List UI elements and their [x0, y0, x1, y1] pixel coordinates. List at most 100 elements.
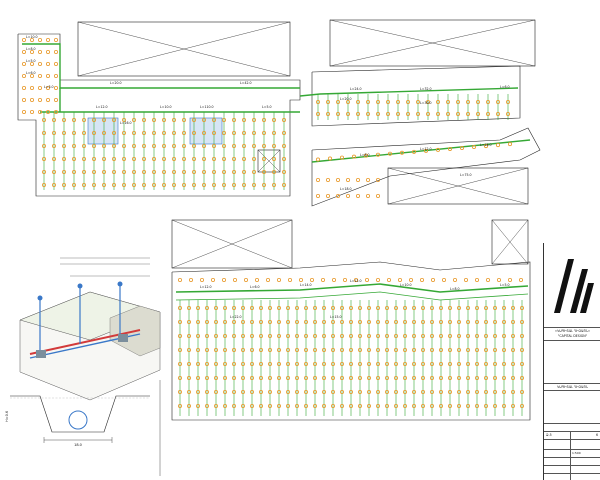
- sprinkler-head: [351, 154, 356, 159]
- sprinkler-head: [21, 74, 26, 79]
- sprinkler-head: [447, 319, 452, 324]
- sprinkler-head: [265, 277, 270, 282]
- sprinkler-head: [231, 143, 236, 148]
- sprinkler-head: [483, 403, 488, 408]
- sprinkler-head: [151, 143, 156, 148]
- sprinkler-head: [82, 130, 87, 135]
- sprinkler-head: [261, 118, 266, 123]
- sprinkler-head: [258, 305, 263, 310]
- sprinkler-head: [254, 277, 259, 282]
- sprinkler-head: [303, 389, 308, 394]
- sprinkler-head: [402, 347, 407, 352]
- sprinkler-head: [393, 347, 398, 352]
- sprinkler-head: [122, 169, 127, 174]
- sprinkler-head: [191, 118, 196, 123]
- sprinkler-head: [131, 118, 136, 123]
- sprinkler-head: [395, 112, 400, 117]
- sprinkler-head: [222, 403, 227, 408]
- sprinkler-head: [445, 100, 450, 105]
- length-label: L=14.0: [300, 283, 312, 287]
- sprinkler-head: [112, 130, 117, 135]
- sprinkler-head: [195, 347, 200, 352]
- sprinkler-head: [456, 333, 461, 338]
- sprinkler-head: [42, 143, 47, 148]
- sprinkler-head: [204, 347, 209, 352]
- sprinkler-head: [201, 118, 206, 123]
- sprinkler-head: [195, 305, 200, 310]
- sprinkler-head: [204, 333, 209, 338]
- sprinkler-head: [345, 100, 350, 105]
- sprinkler-head: [258, 319, 263, 324]
- sprinkler-head: [429, 333, 434, 338]
- sprinkler-head: [365, 177, 370, 182]
- sprinkler-head: [335, 193, 340, 198]
- sprinkler-head: [232, 277, 237, 282]
- sprinkler-head: [46, 38, 51, 43]
- sprinkler-head: [366, 305, 371, 310]
- sprinkler-head: [298, 277, 303, 282]
- sprinkler-head: [357, 361, 362, 366]
- sprinkler-head: [492, 333, 497, 338]
- sprinkler-head: [321, 347, 326, 352]
- sprinkler-head: [281, 156, 286, 161]
- main-pipe-top-right: [299, 87, 531, 163]
- sprinkler-head: [327, 156, 332, 161]
- sprinkler-head: [29, 86, 34, 91]
- sprinkler-head: [231, 130, 236, 135]
- building-southwest: [171, 219, 293, 269]
- sprinkler-head: [249, 361, 254, 366]
- sprinkler-head: [501, 347, 506, 352]
- sprinkler-head: [201, 143, 206, 148]
- sprinkler-head: [177, 305, 182, 310]
- sprinkler-head: [483, 319, 488, 324]
- sprinkler-head: [271, 169, 276, 174]
- sprinkler-head: [501, 319, 506, 324]
- sprinkler-head: [465, 403, 470, 408]
- sprinkler-head: [330, 319, 335, 324]
- sprinkler-head: [52, 182, 57, 187]
- sprinkler-head: [438, 305, 443, 310]
- sprinkler-head: [54, 74, 59, 79]
- sprinkler-head: [519, 277, 524, 282]
- sprinkler-head: [240, 319, 245, 324]
- sprinkler-head: [420, 319, 425, 324]
- sprinkler-head: [213, 347, 218, 352]
- sprinkler-head: [429, 375, 434, 380]
- sprinkler-head: [21, 62, 26, 67]
- sprinkler-head: [294, 305, 299, 310]
- sprinkler-head: [321, 333, 326, 338]
- sprinkler-head: [161, 130, 166, 135]
- length-label: L=10.0: [26, 35, 38, 39]
- sprinkler-head: [204, 389, 209, 394]
- sprinkler-head: [112, 143, 117, 148]
- sprinkler-head: [191, 169, 196, 174]
- sprinkler-head: [402, 403, 407, 408]
- sprinkler-head: [419, 277, 424, 282]
- sprinkler-head: [375, 375, 380, 380]
- sprinkler-head: [510, 319, 515, 324]
- sprinkler-head: [357, 375, 362, 380]
- sprinkler-head: [267, 361, 272, 366]
- sprinkler-head: [294, 347, 299, 352]
- sprinkler-head: [240, 403, 245, 408]
- sprinkler-head: [231, 375, 236, 380]
- sprinkler-head: [501, 403, 506, 408]
- sprinkler-head: [29, 62, 34, 67]
- sprinkler-head: [285, 333, 290, 338]
- sprinkler-head: [474, 305, 479, 310]
- sprinkler-head: [438, 361, 443, 366]
- sprinkler-head: [303, 347, 308, 352]
- sprinkler-head: [54, 98, 59, 103]
- sprinkler-head: [52, 130, 57, 135]
- sprinkler-head: [62, 169, 67, 174]
- sprinkler-head: [510, 305, 515, 310]
- sprinkler-head: [46, 50, 51, 55]
- sprinkler-head: [339, 389, 344, 394]
- sprinkler-head: [474, 361, 479, 366]
- sprinkler-head: [231, 361, 236, 366]
- sprinkler-head: [249, 389, 254, 394]
- length-label: L=42.0: [240, 81, 252, 85]
- sprinkler-head: [435, 100, 440, 105]
- sprinkler-head: [276, 333, 281, 338]
- sprinkler-head: [402, 361, 407, 366]
